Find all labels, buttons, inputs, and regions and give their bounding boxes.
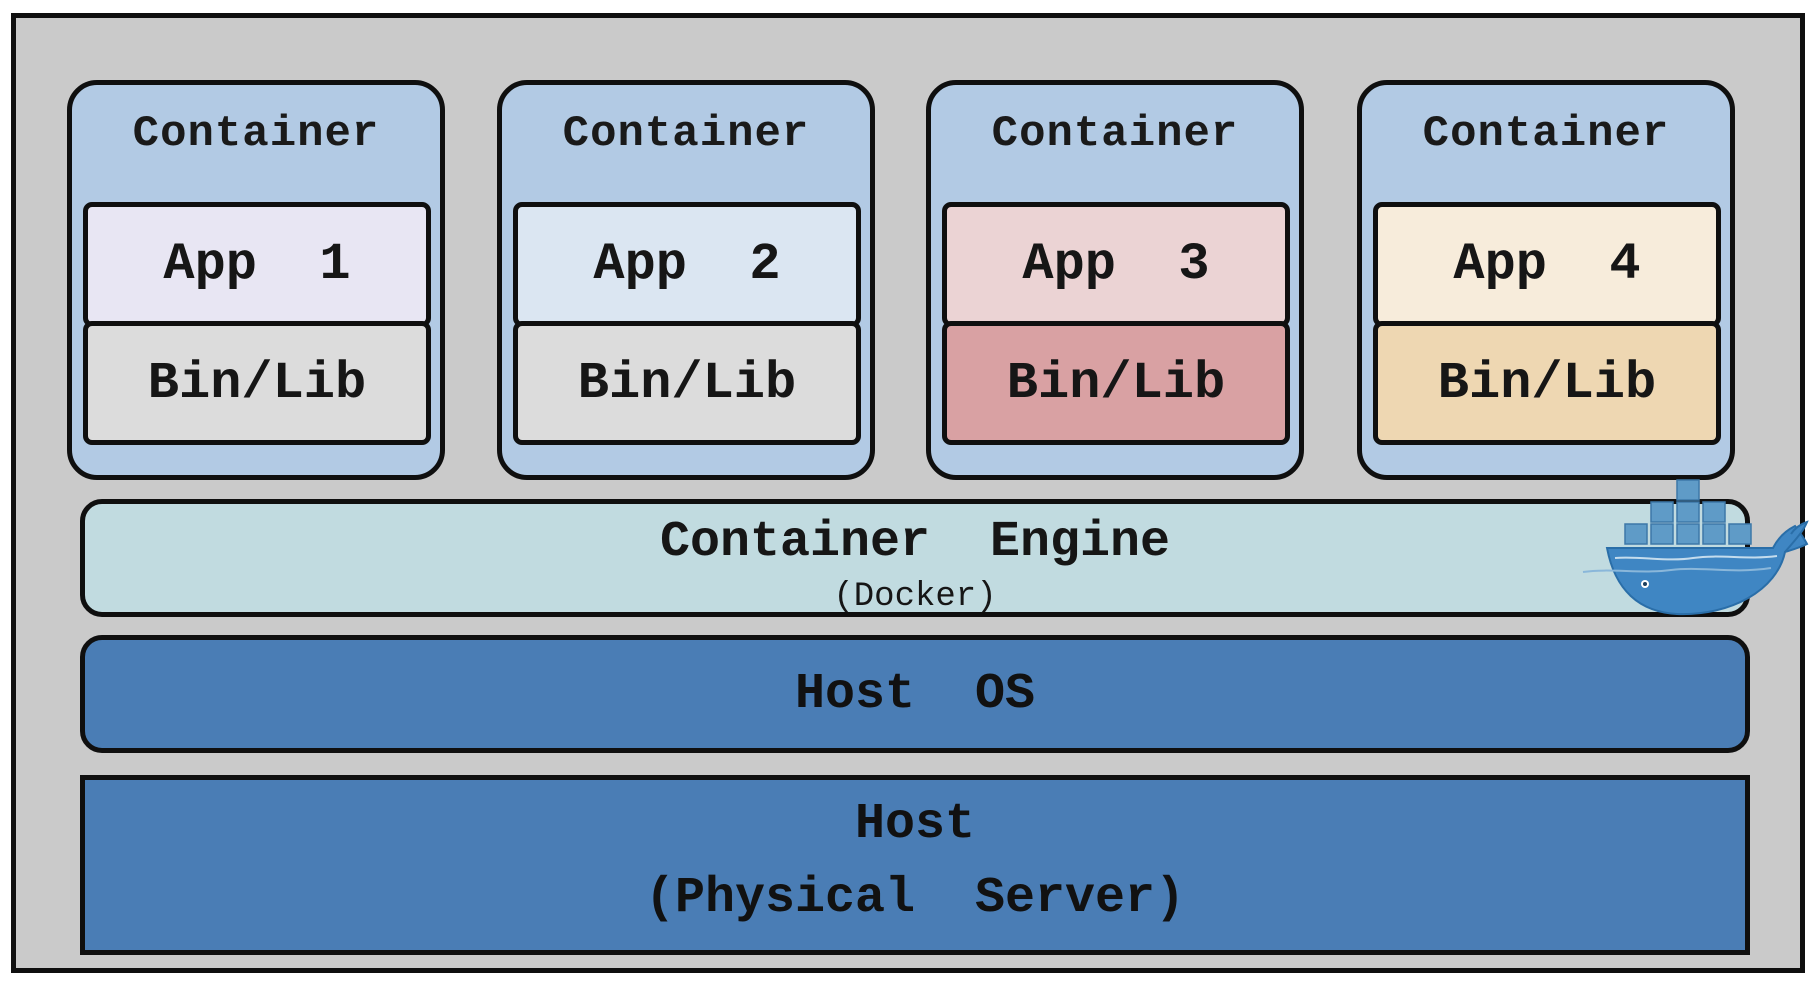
- bin-lib-box: Bin/Lib: [83, 321, 431, 445]
- host-os-layer: Host OS: [80, 635, 1750, 753]
- container-4: Container App 4 Bin/Lib: [1357, 80, 1735, 480]
- container-label: Container: [562, 109, 810, 159]
- engine-title: Container Engine: [659, 514, 1171, 571]
- diagram-frame: Container App 1 Bin/Lib Container App 2 …: [11, 13, 1809, 973]
- app-box: App 1: [83, 202, 431, 327]
- docker-whale-icon: [1582, 479, 1809, 616]
- bin-lib-box: Bin/Lib: [942, 321, 1290, 445]
- app-box: App 4: [1373, 202, 1721, 327]
- container-3: Container App 3 Bin/Lib: [926, 80, 1304, 480]
- container-1: Container App 1 Bin/Lib: [67, 80, 445, 480]
- engine-subtitle: (Docker): [833, 578, 997, 616]
- app-box: App 3: [942, 202, 1290, 327]
- container-label: Container: [991, 109, 1239, 159]
- container-label: Container: [1422, 109, 1670, 159]
- container-2: Container App 2 Bin/Lib: [497, 80, 875, 480]
- container-label: Container: [132, 109, 380, 159]
- bin-lib-box: Bin/Lib: [513, 321, 861, 445]
- app-box: App 2: [513, 202, 861, 327]
- host-title: Host: [854, 796, 976, 853]
- host-subtitle: (Physical Server): [644, 870, 1186, 927]
- host-physical-server-layer: Host (Physical Server): [80, 775, 1750, 955]
- container-engine-layer: Container Engine (Docker): [80, 479, 1809, 617]
- bin-lib-box: Bin/Lib: [1373, 321, 1721, 445]
